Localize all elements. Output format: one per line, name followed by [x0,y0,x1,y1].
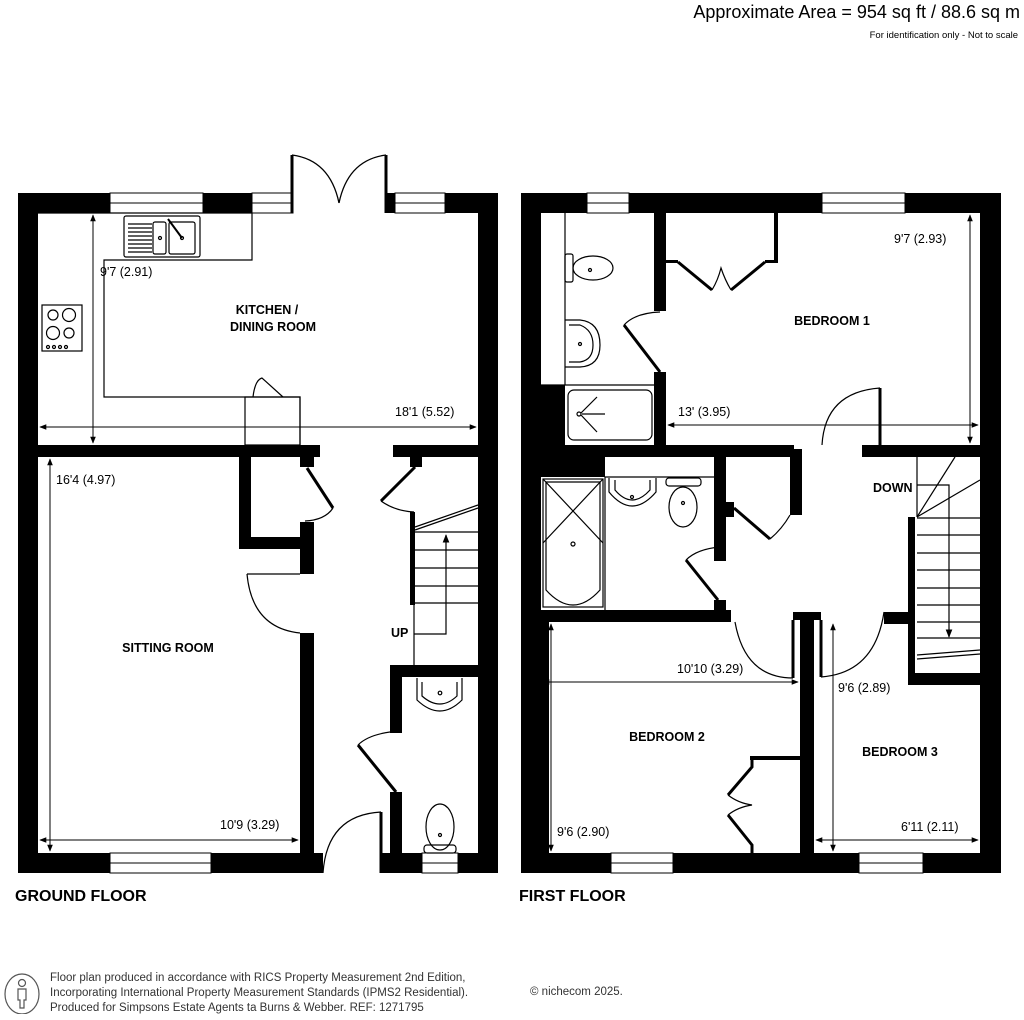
sitting-width-dimension: 10'9 (3.29) [220,818,279,832]
kitchen-depth-dimension: 9'7 (2.91) [100,265,152,279]
footer-line-2: Incorporating International Property Mea… [50,987,469,999]
stairs-up-label: UP [391,626,408,640]
scale-disclaimer: For identification only - Not to scale [869,30,1018,41]
window [610,852,674,874]
stairs-down-label: DOWN [873,481,913,495]
wardrobe-doors [677,260,766,292]
bedroom1-width-dimension: 13' (3.95) [678,405,730,419]
wardrobe-doors [726,760,754,853]
bedroom2-label: BEDROOM 2 [629,730,705,744]
window [421,852,459,874]
toilet-icon [423,803,457,854]
copyright: © nichecom 2025. [530,986,623,998]
window [109,192,204,214]
sitting-room-door [246,573,301,634]
basin-icon [565,319,601,368]
first-floor-label: FIRST FLOOR [519,888,626,905]
front-door [322,811,383,874]
bedroom3-depth-dimension: 9'6 (2.89) [838,681,890,695]
bedroom3-door [819,611,885,678]
person-info-icon [4,973,40,1014]
sitting-depth-dimension: 16'4 (4.97) [56,473,115,487]
bedroom3-width-dimension: 6'11 (2.11) [901,820,959,834]
window [858,852,924,874]
stairs-door [379,465,417,513]
staircase [413,504,479,665]
hob-icon [41,304,83,352]
kitchen-label-line2: DINING ROOM [230,320,316,334]
basin-icon [416,678,463,712]
bedroom1-door [821,387,882,446]
sitting-room-label: SITTING ROOM [122,641,214,655]
bedroom2-width-dimension: 10'10 (3.29) [677,662,743,676]
bedroom2-door [734,620,795,679]
kitchen-sink-icon [123,215,201,258]
bath-icon [542,478,604,608]
basin-icon [608,478,657,507]
cupboard-door [304,467,335,522]
window [394,192,446,214]
ground-floor-label: GROUND FLOOR [15,888,147,905]
toilet-icon [564,253,614,283]
footer-line-3: Produced for Simpsons Estate Agents ta B… [50,1002,424,1014]
first-floor-plan: DOWN 9'7 (2.93) 13' (3.95) BEDROOM 1 10'… [521,192,1001,874]
bedroom2-depth-dimension: 9'6 (2.90) [557,825,609,839]
kitchen-width-dimension: 18'1 (5.52) [395,405,454,419]
window [251,192,294,214]
kitchen-label-line1: KITCHEN / [236,303,299,317]
ground-floor-plan: UP 9'7 (2.91) 18'1 (5.52) [18,154,498,874]
window [586,192,630,214]
footer: Floor plan produced in accordance with R… [0,968,1024,1020]
wc-door [356,730,401,793]
french-doors [290,154,388,213]
toilet-icon [665,477,702,528]
ensuite-door [622,311,662,373]
bathroom-door [684,546,721,601]
approximate-area: Approximate Area = 954 sq ft / 88.6 sq m [693,2,1020,22]
footer-line-1: Floor plan produced in accordance with R… [50,972,466,984]
window [821,192,906,214]
cupboard-door [733,506,791,541]
shower-tray-icon [567,389,653,441]
bedroom3-label: BEDROOM 3 [862,745,938,759]
staircase [916,456,981,660]
window [109,852,212,874]
bedroom1-label: BEDROOM 1 [794,314,870,328]
bedroom1-depth-dimension: 9'7 (2.93) [894,232,946,246]
